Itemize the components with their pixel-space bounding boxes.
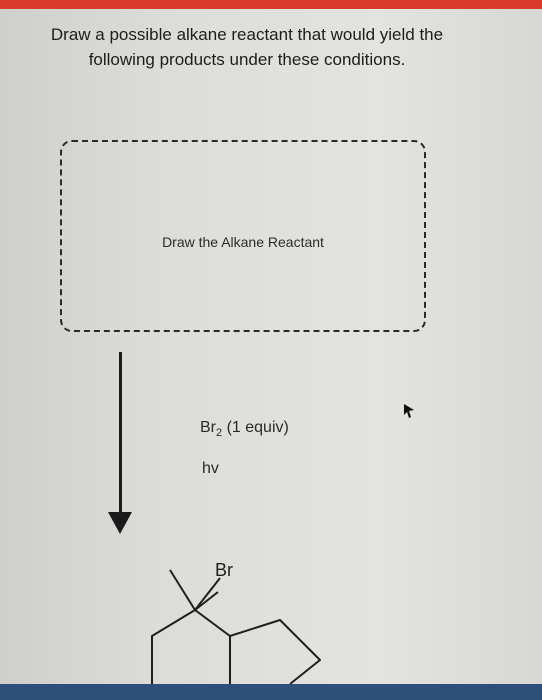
reagent-label: Br2 (1 equiv) — [200, 419, 289, 439]
mouse-pointer-icon — [404, 404, 414, 418]
question-line-2: following products under these condition… — [88, 50, 406, 69]
product-br-label: Br — [215, 560, 233, 580]
condition-label: hv — [202, 460, 219, 477]
question-line-1: Draw a possible alkane reactant that wou… — [50, 25, 444, 44]
cyclopentane-ring — [229, 619, 321, 685]
reagent-formula: Br — [200, 419, 216, 436]
methyl-branch-left — [169, 569, 196, 611]
question-text: Draw a possible alkane reactant that wou… — [12, 22, 482, 72]
reaction-arrow-shaft — [119, 352, 122, 512]
reagent-subscript: 2 — [216, 427, 223, 440]
product-bonds — [151, 569, 321, 685]
cyclohexane-ring-left — [151, 609, 196, 684]
methyl-branch-right — [194, 577, 221, 611]
bottom-color-bar — [0, 684, 542, 700]
cyclohexane-ring — [194, 609, 231, 684]
drawing-area-label: Draw the Alkane Reactant — [162, 234, 324, 250]
reactant-drawing-area[interactable]: Draw the Alkane Reactant — [60, 140, 426, 332]
product-structure — [151, 569, 321, 685]
top-color-bar — [0, 0, 542, 9]
reagent-equiv: (1 equiv) — [222, 419, 289, 436]
reaction-arrow-icon — [108, 512, 132, 534]
bromo-bond — [194, 591, 219, 611]
